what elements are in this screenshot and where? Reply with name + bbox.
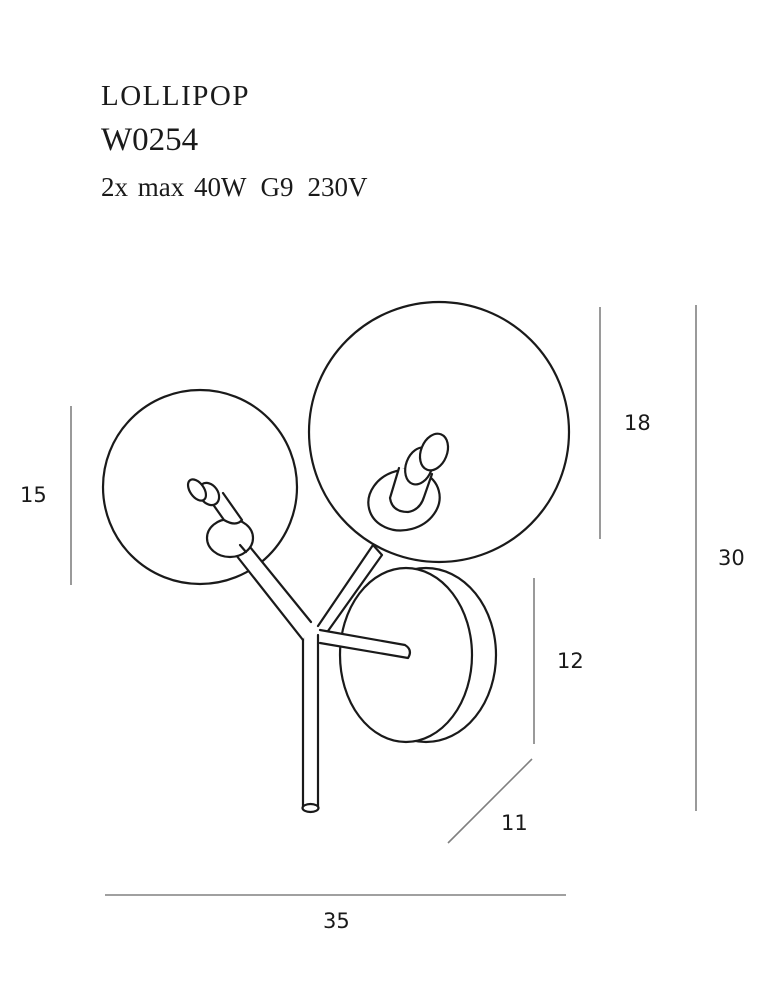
small-socket-icon (186, 478, 255, 559)
product-specs: 2x max 40W G9 230V (101, 172, 367, 203)
spec-bulbs: 2x max 40W (101, 172, 247, 202)
product-code: W0254 (101, 122, 199, 158)
dim-line-depth (447, 758, 533, 844)
dim-label-large-shade: 18 (624, 411, 651, 435)
spec-voltage: 230V (307, 172, 368, 202)
dim-label-wall-plate: 12 (557, 649, 584, 673)
large-socket-icon (367, 432, 450, 532)
frame-tube-icon (234, 540, 412, 814)
product-name: LOLLIPOP (101, 80, 250, 112)
dim-label-depth: 11 (501, 811, 528, 835)
dim-label-total-width: 35 (323, 909, 350, 933)
large-shade-icon (307, 300, 571, 564)
spec-socket: G9 (260, 172, 294, 202)
dim-label-small-shade: 15 (20, 483, 47, 507)
wall-plate-icon (338, 566, 498, 744)
dim-label-total-height: 30 (718, 546, 745, 570)
